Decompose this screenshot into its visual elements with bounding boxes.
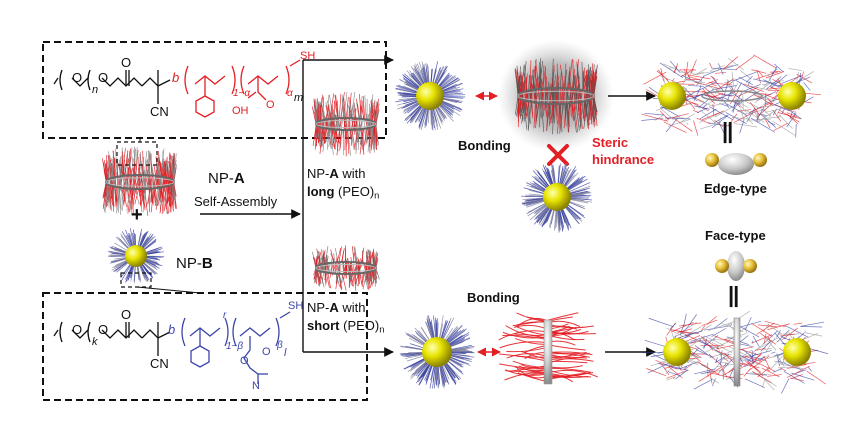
edge-equals-sign: || <box>722 118 732 144</box>
np-b-top-particle <box>395 61 465 130</box>
chem-bottom-sh: SH <box>288 300 303 312</box>
np-b-blocked-particle <box>521 163 592 233</box>
np-a-short-label-line2: short (PEO)n <box>307 318 384 334</box>
bonding-top-label: Bonding <box>458 138 511 153</box>
chem-bottom-o5: O <box>240 355 249 367</box>
chem-top-o2: O <box>98 70 108 85</box>
np-a-label: NP-A <box>208 170 245 187</box>
self-assembly-label: Self-Assembly <box>194 194 277 209</box>
edge-type-icon <box>705 153 767 175</box>
np-a-short-particle <box>312 245 379 291</box>
chem-top-b: b <box>172 70 179 85</box>
chem-bottom-k: k <box>92 336 98 348</box>
chem-top-sh: SH <box>300 50 315 62</box>
np-a-long-label-line1: NP-A with <box>307 166 366 181</box>
np-b-particle <box>108 228 164 283</box>
edge-type-label: Edge-type <box>704 181 767 196</box>
face-type-icon <box>715 251 757 281</box>
chem-top-cn: CN <box>150 104 169 119</box>
chem-top-m: m <box>294 92 303 104</box>
steric-label-line1: Steric <box>592 135 628 150</box>
face-type-label: Face-type <box>705 228 766 243</box>
np-a-long-label-line2: long (PEO)n <box>307 184 379 200</box>
chem-top-alpha: α <box>287 88 293 99</box>
chem-top-1-alpha: 1−α <box>233 88 250 99</box>
chem-top-o3: O <box>121 55 131 70</box>
chem-top-o1: O <box>72 70 82 85</box>
chem-bottom-o3: O <box>121 307 131 322</box>
steric-label-line2: hindrance <box>592 152 654 167</box>
chem-top-n: n <box>92 84 98 96</box>
chem-bottom-b: b <box>168 322 175 337</box>
np-b-bottom-particle <box>400 315 475 388</box>
chem-bottom-l: l <box>284 347 286 359</box>
chem-bottom-cn: CN <box>150 356 169 371</box>
np-a-short-label-line1: NP-A with <box>307 300 366 315</box>
chem-bottom-n: N <box>252 380 260 392</box>
bonding-bottom-label: Bonding <box>467 290 520 305</box>
face-equals-sign: || <box>728 282 738 308</box>
chem-bottom-r: r <box>223 310 226 321</box>
plus-sign: + <box>131 204 143 227</box>
chem-bottom-1-beta: 1−β <box>226 341 243 352</box>
np-b-label: NP-B <box>176 255 213 272</box>
chem-bottom-beta: β <box>277 340 283 351</box>
np-a-short-sideview <box>499 313 598 384</box>
chem-top-o4: O <box>266 99 275 111</box>
face-type-assembly <box>643 311 828 393</box>
chem-bottom-o4: O <box>262 346 271 358</box>
top-phenyl-ring <box>196 96 214 117</box>
chem-bottom-o1: O <box>72 322 82 337</box>
chem-top-oh: OH <box>232 105 249 117</box>
bottom-phenyl-ring <box>191 346 209 367</box>
np-a-long-particle <box>312 92 379 156</box>
chem-bottom-o2: O <box>98 322 108 337</box>
